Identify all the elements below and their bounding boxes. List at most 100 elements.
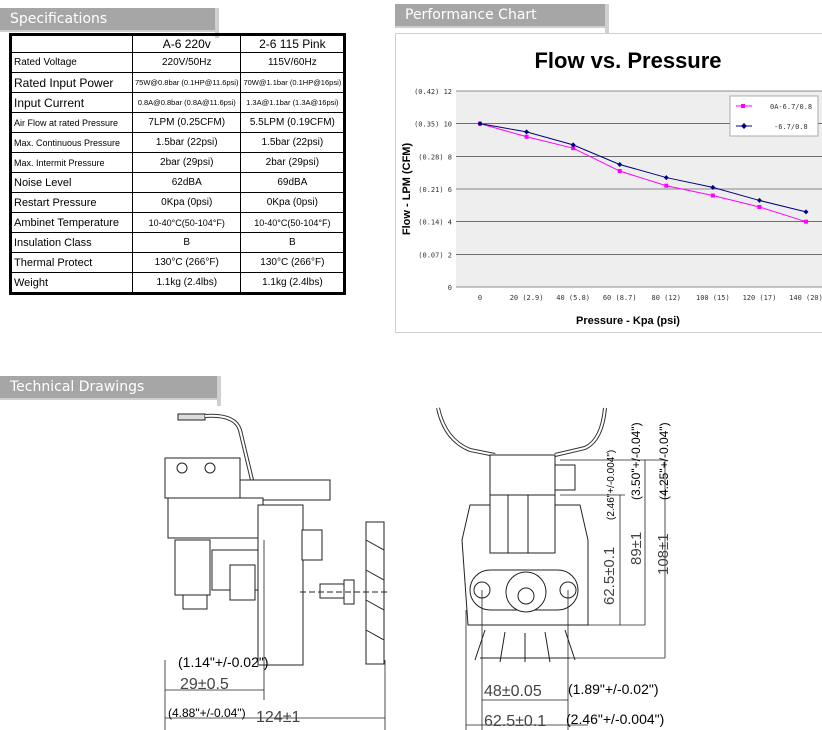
specifications-table: A-6 220v 2-6 115 Pink Rated Voltage 220V… [9,33,347,295]
data-point [757,204,762,209]
data-point [663,175,669,181]
y-tick-label: (0.28) 8 [418,153,452,161]
performance-underline [395,26,609,28]
series-line [479,123,807,213]
row-value-a: 75W@0.8bar (0.1HP@11.6psi) [131,72,242,93]
row-value-b: 5.5LPM (0.19CFM) [240,112,346,133]
row-label: Input Current [10,92,133,113]
x-tick-label: 40 (5.8) [556,294,590,302]
table-row: Weight 1.1kg (2.4lbs) 1.1kg (2.4lbs) [10,272,346,294]
table-row: Restart Pressure 0Kpa (0psi) 0Kpa (0psi) [10,192,346,213]
row-value-b: 1.5bar (22psi) [240,132,346,153]
dimension-label: 29±0.5 [180,676,229,693]
row-value-a: 2bar (29psi) [131,152,242,173]
x-tick-label: 80 (12) [652,294,682,302]
row-value-b: 0Kpa (0psi) [240,192,346,213]
y-axis-label: Flow - LPM (CFM) [401,143,413,236]
row-value-b: 10-40°C(50-104°F) [240,212,346,233]
technical-underline [0,398,221,400]
dimension-label: (2.46"+/-0.004") [566,711,664,727]
row-value-b: 70W@1.1bar (0.1HP@16psi) [240,72,346,93]
legend-label: -6.7/0.8 [774,123,808,131]
data-point [571,146,576,151]
row-value-b: 69dBA [240,172,346,193]
dimension-label: 62.5±0.1 [484,713,546,730]
dimension-label: 48±0.05 [484,683,542,700]
x-tick-label: 0 [478,294,482,302]
row-value-a: B [131,232,242,253]
data-point [710,193,715,198]
data-point [664,183,669,188]
header-cell: 2-6 115 Pink [240,34,346,53]
row-label: Ambinet Temperature [10,212,133,233]
dimension-label: (1.14"+/-0.02") [178,654,269,670]
data-point [524,129,530,135]
y-tick-label: (0.21) 6 [418,186,452,194]
x-tick-label: 100 (15) [696,294,730,302]
side-view-drawing [164,413,390,730]
row-value-a: 62dBA [131,172,242,193]
y-tick-label: (0.14) 4 [418,219,452,227]
x-tick-label: 140 (20) [789,294,822,302]
row-value-a: 0Kpa (0psi) [131,192,242,213]
technical-drawings-tab: Technical Drawings [0,376,221,406]
row-label: Thermal Protect [10,252,133,273]
specifications-tab: Specifications [0,8,219,38]
row-value-b: 115V/60Hz [240,52,346,73]
row-value-b: 1.3A@1.1bar (1.3A@16psi) [240,92,346,113]
table-row: Max. Intermit Pressure 2bar (29psi) 2bar… [10,152,346,173]
row-value-b: 1.1kg (2.4lbs) [240,272,346,294]
legend-marker [741,104,745,108]
dimension-label: (3.50"+/-0.04") [629,422,643,500]
row-value-a: 130°C (266°F) [131,252,242,273]
dimension-label: 124±1 [256,709,300,726]
performance-chart-frame: Flow vs. Pressure 0 (0.07) 2 (0.14) 4 (0.21… [395,33,822,333]
data-point [710,184,716,190]
x-tick-label: 60 (8.7) [603,294,637,302]
table-row: Input Current 0.8A@0.8bar (0.8A@11.6psi)… [10,92,346,113]
row-label: Rated Voltage [10,52,133,73]
row-value-b: 130°C (266°F) [240,252,346,273]
data-point [617,162,623,167]
dimension-label: (4.88"+/-0.04") [168,706,246,720]
row-label: Noise Level [10,172,133,193]
dimension-label: (1.89"+/-0.02") [568,681,659,697]
legend-label: 0A-6.7/0.8 [770,103,812,111]
dimension-label: 89±1 [628,532,645,565]
x-tick-label: 120 (17) [743,294,777,302]
data-point [756,197,762,203]
series-line [479,123,807,223]
table-row: Air Flow at rated Pressure 7LPM (0.25CFM… [10,112,346,133]
data-point [477,121,483,127]
table-row: Rated Voltage 220V/50Hz 115V/60Hz [10,52,346,73]
y-tick-label: (0.35) 10 [414,121,452,129]
legend-marker [741,123,747,129]
row-value-a: 0.8A@0.8bar (0.8A@11.6psi) [131,92,242,113]
x-tick-label: 20 (2.9) [510,294,544,302]
table-row: Thermal Protect 130°C (266°F) 130°C (266… [10,252,346,273]
technical-drawings: (1.14"+/-0.02") 29±0.5 (4.88"+/-0.04") 1… [164,407,672,730]
data-point [570,142,576,148]
data-point [804,219,808,224]
header-cell [10,34,133,53]
y-tick-label: (0.07) 2 [418,251,452,259]
row-label: Rated Input Power [10,72,133,93]
table-row: Rated Input Power 75W@0.8bar (0.1HP@11.6… [10,72,346,93]
row-label: Air Flow at rated Pressure [10,112,133,133]
performance-chart-tab: Performance Chart [395,4,609,34]
table-row: Max. Continuous Pressure 1.5bar (22psi) … [10,132,346,153]
row-value-a: 220V/50Hz [131,52,242,73]
chart-title: Flow vs. Pressure [534,48,721,73]
data-point [617,169,622,174]
chart-legend: 0A-6.7/0.8 -6.7/0.8 [729,95,819,137]
flow-pressure-chart: Flow vs. Pressure 0 (0.07) 2 (0.14) 4 (0.21… [401,48,822,327]
front-view-drawing [436,407,666,730]
dimension-label: 108±1 [655,533,672,575]
row-label: Restart Pressure [10,192,133,213]
dimension-label: (4.25"+/-0.04") [657,422,671,500]
table-row: Insulation Class B B [10,232,346,253]
row-label: Weight [10,272,133,294]
row-value-a: 1.5bar (22psi) [131,132,242,153]
x-axis-label: Pressure - Kpa (psi) [576,315,680,327]
row-label: Max. Intermit Pressure [10,152,133,173]
